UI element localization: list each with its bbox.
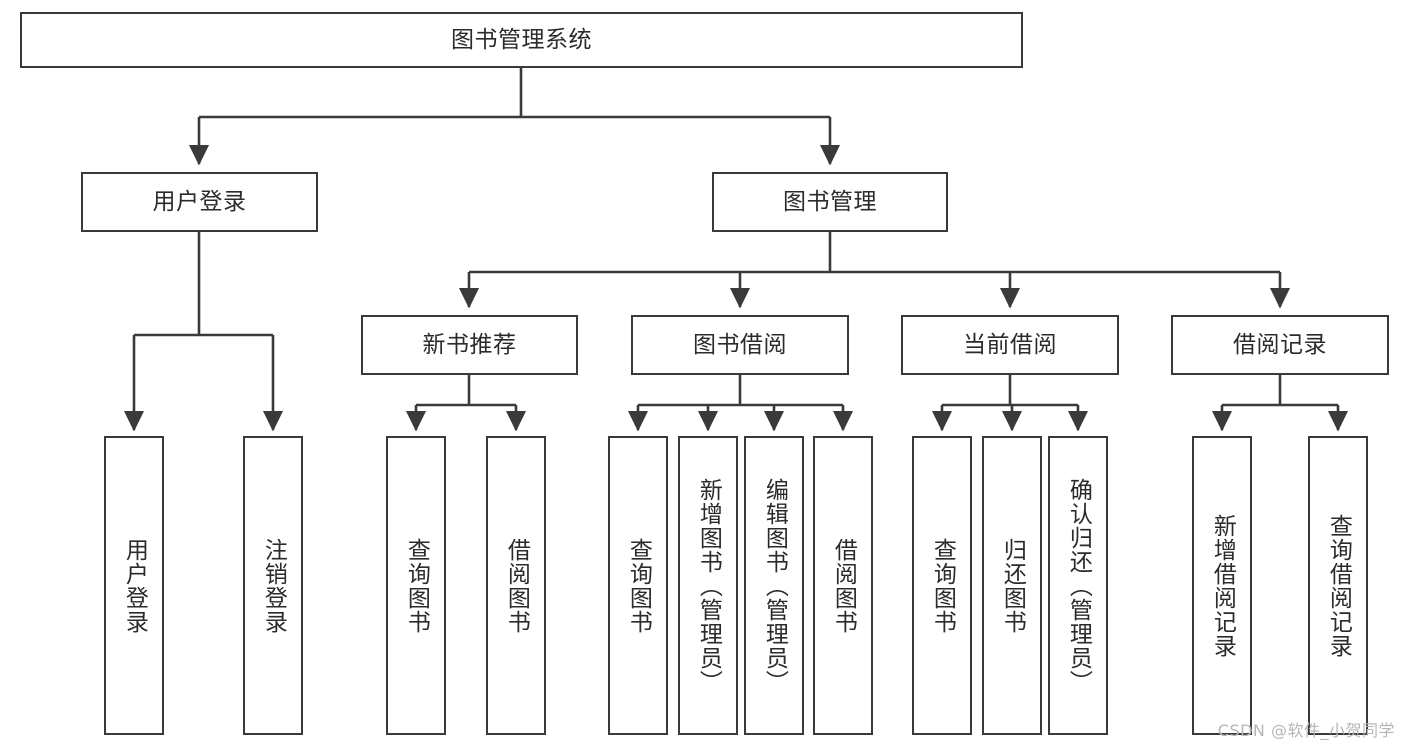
node-new-book-recommend[interactable]: 新书推荐	[361, 315, 578, 375]
leaf-borrow-borrow-book[interactable]: 借阅图书	[813, 436, 873, 735]
leaf-record-add-record[interactable]: 新增借阅记录	[1192, 436, 1252, 735]
leaf-user-login-logout[interactable]: 注销登录	[243, 436, 303, 735]
node-label: 借阅图书	[830, 537, 857, 634]
node-label: 归还图书	[999, 537, 1026, 634]
node-label: 编辑图书（管理员）	[761, 477, 788, 694]
leaf-borrow-query-book[interactable]: 查询图书	[608, 436, 668, 735]
node-label: 查询图书	[625, 537, 652, 634]
node-label: 图书借阅	[693, 331, 787, 358]
leaf-recommend-query-book[interactable]: 查询图书	[386, 436, 446, 735]
node-book-management[interactable]: 图书管理	[712, 172, 948, 232]
node-label: 新增图书（管理员）	[695, 477, 722, 694]
node-label: 注销登录	[260, 537, 287, 634]
watermark: CSDN @软件_小贺同学	[1217, 721, 1395, 740]
node-root-book-management-system[interactable]: 图书管理系统	[20, 12, 1023, 68]
node-label: 用户登录	[121, 537, 148, 634]
node-label: 图书管理	[783, 188, 877, 215]
node-label: 查询图书	[929, 537, 956, 634]
leaf-recommend-borrow-book[interactable]: 借阅图书	[486, 436, 546, 735]
node-label: 新增借阅记录	[1209, 513, 1236, 658]
leaf-record-query-record[interactable]: 查询借阅记录	[1308, 436, 1368, 735]
leaf-current-confirm-return-admin[interactable]: 确认归还（管理员）	[1048, 436, 1108, 735]
node-label: 当前借阅	[963, 331, 1057, 358]
node-current-borrow[interactable]: 当前借阅	[901, 315, 1119, 375]
leaf-user-login-signin[interactable]: 用户登录	[104, 436, 164, 735]
node-label: 查询图书	[403, 537, 430, 634]
leaf-current-query-book[interactable]: 查询图书	[912, 436, 972, 735]
node-label: 新书推荐	[422, 331, 517, 358]
leaf-borrow-add-book-admin[interactable]: 新增图书（管理员）	[678, 436, 738, 735]
node-label: 用户登录	[152, 188, 247, 215]
node-label: 确认归还（管理员）	[1065, 477, 1092, 694]
node-label: 查询借阅记录	[1325, 513, 1352, 658]
node-label: 借阅图书	[503, 537, 530, 634]
node-borrow-record[interactable]: 借阅记录	[1171, 315, 1389, 375]
node-user-login[interactable]: 用户登录	[81, 172, 318, 232]
node-label: 图书管理系统	[451, 26, 592, 53]
leaf-borrow-edit-book-admin[interactable]: 编辑图书（管理员）	[744, 436, 804, 735]
node-label: 借阅记录	[1233, 331, 1327, 358]
node-book-borrow[interactable]: 图书借阅	[631, 315, 849, 375]
leaf-current-return-book[interactable]: 归还图书	[982, 436, 1042, 735]
